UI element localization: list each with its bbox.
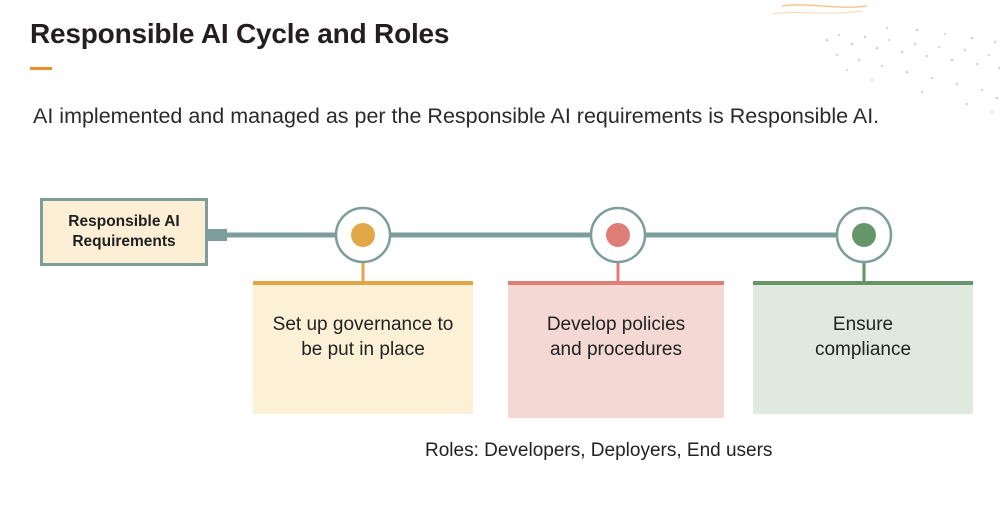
step-card-label: Set up governance to be put in place	[272, 314, 454, 360]
page-subtitle: AI implemented and managed as per the Re…	[33, 104, 880, 128]
decorative-line	[771, 10, 863, 15]
requirements-box: Responsible AI Requirements	[40, 198, 208, 266]
decorative-line	[781, 4, 868, 8]
connector-joint	[207, 229, 227, 241]
step-card-label: Ensure compliance	[814, 314, 912, 360]
step-2-dot	[606, 223, 630, 247]
page-title: Responsible AI Cycle and Roles	[30, 18, 450, 49]
step-card-governance: Set up governance to be put in place	[253, 281, 473, 414]
step-1-dot	[351, 223, 375, 247]
step-card-label: Develop policies and procedures	[546, 314, 686, 360]
requirements-label: Responsible AI Requirements	[68, 213, 180, 250]
roles-text: Roles: Developers, Deployers, End users	[425, 440, 773, 461]
decorative-texture	[825, 26, 1001, 114]
step-3-dot	[852, 223, 876, 247]
step-card-compliance: Ensure compliance	[753, 281, 973, 414]
step-card-policies: Develop policies and procedures	[508, 281, 724, 418]
decorative-corner-art	[771, 4, 1001, 114]
title-accent-bar	[30, 67, 52, 70]
